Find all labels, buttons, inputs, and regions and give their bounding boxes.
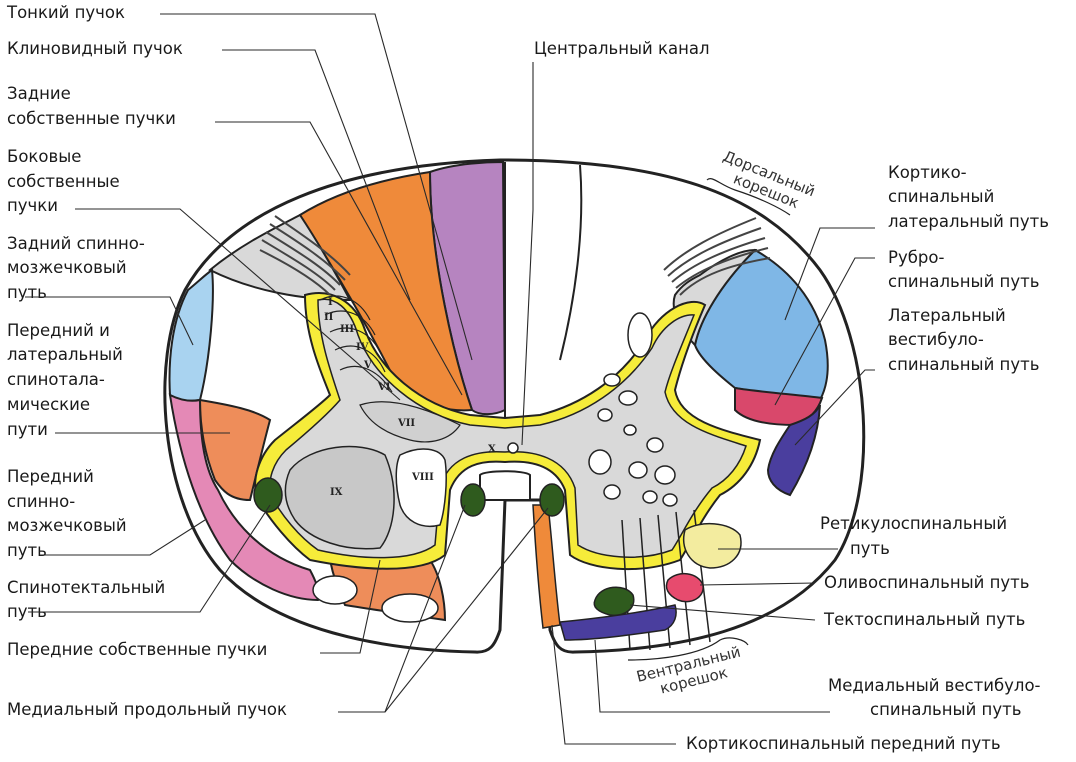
label-lateral-proper-3: пучки	[7, 196, 58, 215]
lamina-label-1: I	[328, 297, 333, 308]
label-lateral-vestibulospinal-2: вестибуло-	[888, 330, 984, 349]
label-reticulospinal-2: путь	[850, 539, 890, 558]
central-canal	[508, 443, 518, 453]
ventral-median-fissure	[480, 471, 530, 500]
label-anterior-proper: Передние собственные пучки	[7, 640, 267, 659]
label-posterior-proper-1: Задние	[7, 84, 71, 103]
label-anterior-spinocerebellar-2: спинно-	[7, 492, 75, 511]
lamina-label-10: X	[488, 444, 496, 455]
label-posterior-spinocerebellar-3: путь	[7, 283, 47, 302]
label-spinothalamic-1: Передний и	[7, 321, 110, 340]
label-lateral-vestibulospinal-1: Латеральный	[888, 306, 1006, 325]
label-spinothalamic-3: спинотала-	[7, 370, 105, 389]
ventral-root-label: Вентральный корешок	[635, 643, 747, 703]
label-spinothalamic-5: пути	[7, 420, 48, 439]
lamina-label-3: III	[340, 324, 354, 335]
label-lateral-proper-1: Боковые	[7, 147, 81, 166]
label-spinotectal-1: Спинотектальный	[7, 578, 165, 597]
label-medial-longitudinal: Медиальный продольный пучок	[7, 700, 287, 719]
label-lateral-vestibulospinal-3: спинальный путь	[888, 355, 1039, 374]
lamina-label-2: II	[324, 312, 334, 323]
medial-longitudinal-fasciculus-left	[461, 484, 485, 516]
label-central-canal: Центральный канал	[534, 39, 710, 58]
label-medial-vestibulospinal-1: Медиальный вестибуло-	[828, 676, 1041, 695]
label-gracile: Тонкий пучок	[6, 3, 125, 22]
label-anterior-spinocerebellar-3: мозжечковый	[7, 516, 127, 535]
label-rubrospinal-1: Рубро-	[888, 248, 944, 267]
label-rubrospinal-2: спинальный путь	[888, 272, 1039, 291]
medial-longitudinal-fasciculus-right	[540, 484, 564, 516]
label-lateral-corticospinal-2: спинальный	[888, 187, 994, 206]
label-cuneate: Клиновидный пучок	[7, 39, 183, 58]
label-posterior-proper-2: собственные пучки	[7, 109, 176, 128]
lamina-label-4: IV	[356, 342, 369, 353]
lamina-label-9: IX	[330, 487, 343, 498]
label-lateral-corticospinal-3: латеральный путь	[888, 212, 1049, 231]
label-olivospinal: Оливоспинальный путь	[824, 573, 1030, 592]
ventral-white-oval-2	[382, 594, 438, 622]
label-anterior-spinocerebellar-4: путь	[7, 541, 47, 560]
ventral-white-oval-1	[313, 576, 357, 604]
lamina-label-6: VI	[377, 382, 391, 393]
lamina-label-8: VIII	[411, 472, 434, 483]
label-anterior-spinocerebellar-1: Передний	[7, 467, 94, 486]
label-lateral-corticospinal-1: Кортико-	[888, 163, 967, 182]
label-reticulospinal-1: Ретикулоспинальный	[820, 514, 1007, 533]
label-medial-vestibulospinal-2: спинальный путь	[870, 700, 1021, 719]
lamina-label-7: VII	[397, 418, 415, 429]
label-lateral-proper-2: собственные	[7, 172, 120, 191]
label-posterior-spinocerebellar-1: Задний спинно-	[7, 234, 145, 253]
label-spinothalamic-2: латеральный	[7, 345, 123, 364]
label-spinothalamic-4: мические	[7, 395, 90, 414]
label-tectospinal: Тектоспинальный путь	[823, 610, 1025, 629]
spinotectal-tract	[254, 478, 282, 512]
label-anterior-corticospinal: Кортикоспинальный передний путь	[686, 734, 1001, 753]
label-posterior-spinocerebellar-2: мозжечковый	[7, 258, 127, 277]
